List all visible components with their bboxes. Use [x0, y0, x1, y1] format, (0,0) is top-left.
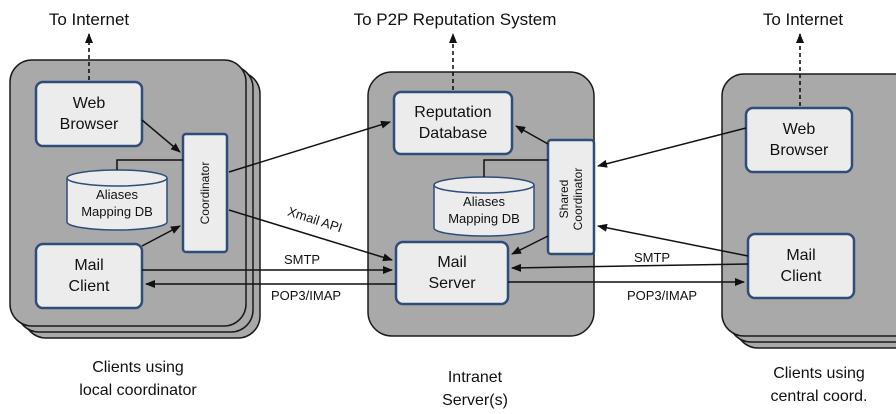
left-coordinator-label: Coordinator	[198, 161, 212, 225]
pop3-left-label: POP3/IMAP	[270, 288, 342, 303]
reputation-database: Reputation Database	[394, 92, 512, 154]
left-web-browser-box	[34, 80, 144, 148]
left-mail-client-box	[34, 242, 144, 310]
left-web-browser: Web Browser	[36, 82, 142, 146]
right-web-browser-box	[744, 106, 854, 174]
arrow-coordinator-xmail	[228, 209, 393, 262]
left-mail-client: Mail Client	[36, 244, 142, 308]
shared-coordinator-box	[546, 138, 596, 256]
right-mail-client: Mail Client	[748, 234, 854, 298]
arrow-smtp-right	[511, 263, 749, 272]
right-mail-client-label: Mail Client	[780, 247, 822, 285]
arrow-mailclient-to-coordinator	[141, 225, 181, 247]
right-web-browser-label: Web Browser	[769, 121, 829, 159]
reputation-database-box	[392, 90, 514, 156]
right-web-browser: Web Browser	[746, 108, 852, 172]
left-mail-client-label: Mail Client	[68, 257, 110, 295]
left-aliases-db-label: Aliases Mapping DB	[81, 187, 153, 219]
smtp-left-label: SMTP	[283, 252, 321, 267]
arrow-coordinator-to-reputation	[228, 120, 391, 173]
left-web-browser-label: Web Browser	[59, 95, 119, 133]
middle-caption: Intranet Server(s)	[442, 369, 508, 409]
mail-server: Mail Server	[396, 242, 508, 304]
right-mail-client-box	[746, 232, 856, 300]
arrow-rightmail-to-shared	[597, 223, 749, 257]
arrow-shared-to-reputation	[515, 125, 549, 145]
line-db-to-shared-coordinator	[483, 159, 548, 177]
middle-aliases-db-shape	[433, 176, 535, 237]
arrow-rightbrowser-to-shared	[597, 127, 747, 168]
line-db-to-coordinator	[116, 159, 183, 170]
arrow-browser-to-coordinator	[141, 119, 181, 153]
reputation-database-label: Reputation Database	[414, 104, 492, 142]
label-to-p2p-reputation: To P2P Reputation System	[353, 10, 557, 29]
middle-aliases-db-label: Aliases Mapping DB	[448, 194, 520, 226]
label-to-internet-left: To Internet	[48, 10, 130, 29]
right-caption: Clients using central coord.	[770, 365, 868, 405]
smtp-right-label: SMTP	[633, 250, 671, 265]
mail-server-box	[394, 240, 510, 306]
arrow-shared-to-mailserver	[511, 235, 549, 255]
label-to-internet-right: To Internet	[762, 10, 844, 29]
shared-coordinator-label: Shared Coordinator	[557, 167, 585, 231]
left-caption: Clients using local coordinator	[79, 359, 197, 399]
left-coordinator-box	[181, 132, 229, 254]
mail-server-label: Mail Server	[428, 254, 476, 292]
pop3-right-label: POP3/IMAP	[626, 288, 698, 303]
left-aliases-db-shape	[66, 169, 168, 231]
